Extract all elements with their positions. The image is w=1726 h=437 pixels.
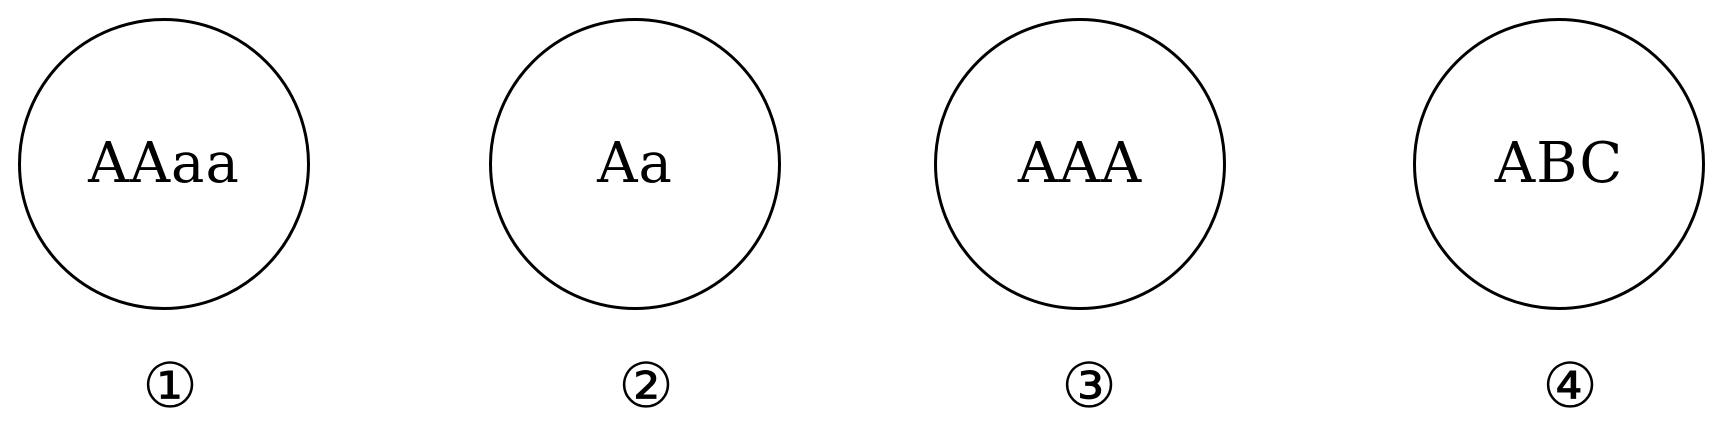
genotype-label-2: Aa: [597, 131, 673, 196]
cell-number-2: ②: [618, 349, 674, 422]
genotype-label-4: ABC: [1494, 131, 1624, 196]
cell-circle-1: AAaa: [18, 18, 310, 310]
cell-number-4: ④: [1542, 349, 1598, 422]
cell-circle-3: AAA: [934, 18, 1226, 310]
cell-number-3: ③: [1061, 349, 1117, 422]
cell-circle-4: ABC: [1413, 18, 1705, 310]
cell-circle-2: Aa: [489, 18, 781, 310]
genotype-label-3: AAA: [1017, 131, 1143, 196]
genotype-label-1: AAaa: [88, 131, 240, 196]
cell-number-1: ①: [142, 349, 198, 422]
